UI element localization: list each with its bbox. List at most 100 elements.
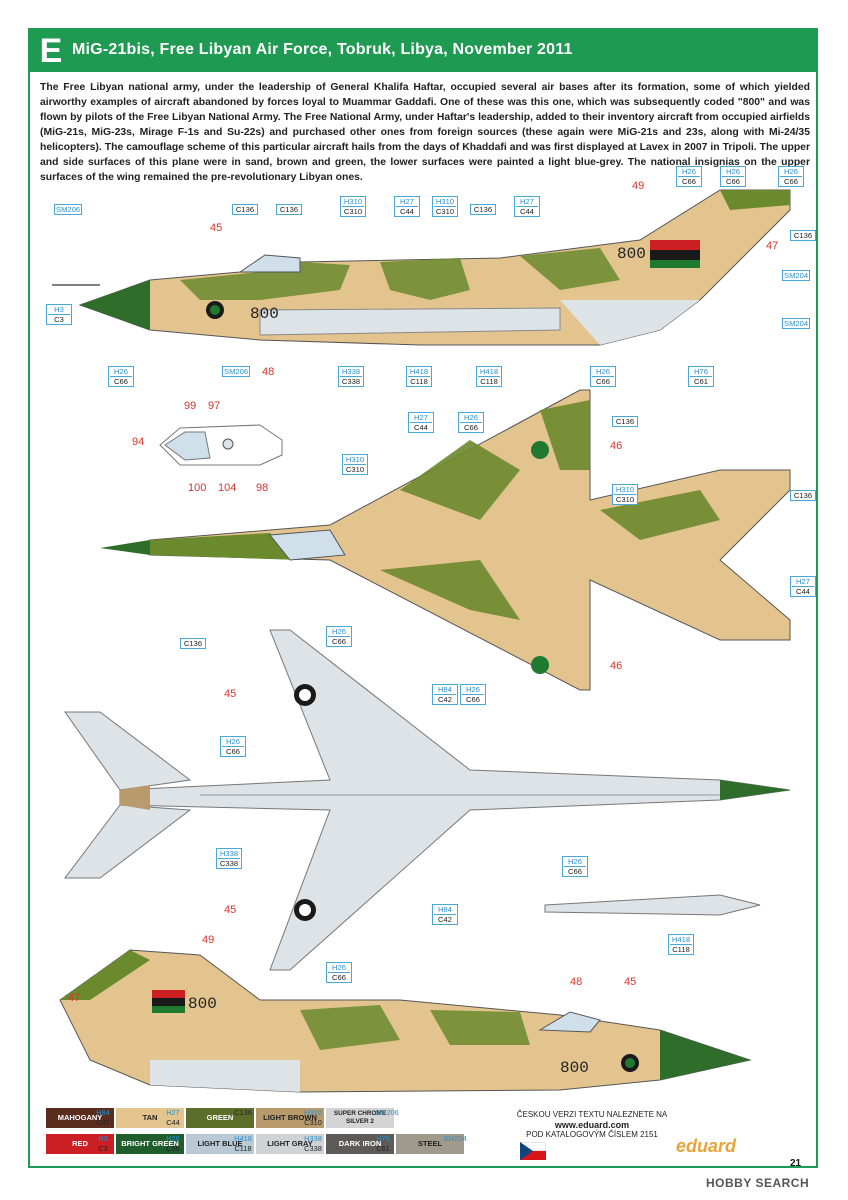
decal-num: 94 — [132, 436, 145, 448]
decal-num: 49 — [202, 934, 215, 946]
legend-chip: MAHOGANY — [46, 1108, 114, 1128]
legend-chip: DARK IRON — [326, 1134, 394, 1154]
decal-num: 46 — [610, 660, 623, 672]
decal-num: 98 — [256, 482, 269, 494]
callout-c136: C136 — [232, 204, 258, 215]
legend-chip: LIGHT GRAY — [256, 1134, 324, 1154]
side-view-right: 800 800 — [59, 949, 752, 1093]
watermark: HOBBY SEARCH — [706, 1176, 810, 1190]
decal-num: 46 — [610, 440, 623, 452]
callout-c136: C136 — [790, 490, 816, 501]
decal-num: 48 — [570, 976, 583, 988]
decal-num: 100 — [188, 482, 207, 494]
legend-chip: LIGHT BROWN — [256, 1108, 324, 1128]
code-side-1: 800 — [250, 305, 279, 323]
decal-num: 104 — [218, 482, 237, 494]
side-view-left: 800 800 — [52, 189, 791, 346]
decal-num: 45 — [224, 688, 237, 700]
decal-num: 99 — [184, 400, 197, 412]
code-fin-2: 800 — [188, 995, 217, 1013]
brand-logo: eduard — [676, 1136, 737, 1156]
code-fin-1: 800 — [617, 245, 646, 263]
legend-chip: LIGHT BLUE — [186, 1134, 254, 1154]
legend-code: C136 — [234, 1108, 252, 1117]
legend-chip: TAN — [116, 1108, 184, 1128]
legend-chip: BRIGHT GREEN — [116, 1134, 184, 1154]
decal-num: 45 — [624, 976, 637, 988]
legend-chip: STEEL — [396, 1134, 464, 1154]
legend-chip: GREEN — [186, 1108, 254, 1128]
legend-code: SM206 — [375, 1108, 399, 1117]
canopy-detail — [159, 424, 283, 466]
description-text: The Free Libyan national army, under the… — [40, 82, 810, 183]
decal-num: 49 — [632, 180, 645, 192]
notice-line2: POD KATALOGOVÝM ČÍSLEM 2151 — [526, 1130, 658, 1139]
callout-c136: C136 — [180, 638, 206, 649]
title-bar — [30, 30, 816, 72]
callout-c136: C136 — [276, 204, 302, 215]
profile-letter: E — [39, 32, 63, 70]
page-number: 21 — [790, 1158, 802, 1169]
decal-num: 47 — [766, 240, 779, 252]
decal-num: 45 — [224, 904, 237, 916]
notice-url[interactable]: www.eduard.com — [554, 1120, 630, 1130]
callout-c136: C136 — [790, 230, 816, 241]
callout-sm204: SM204 — [782, 318, 811, 329]
callout-c136: C136 — [470, 204, 496, 215]
callout-c136: C136 — [612, 416, 638, 427]
decal-num: 47 — [68, 992, 81, 1004]
decal-num: 97 — [208, 400, 221, 412]
callout-sm206-probe: SM206 — [54, 204, 83, 215]
page-title: MiG-21bis, Free Libyan Air Force, Tobruk… — [72, 41, 573, 58]
decal-num: 48 — [262, 366, 275, 378]
page-frame — [28, 28, 818, 1168]
legend-chip: SUPER CHROME SILVER 2 — [326, 1108, 394, 1128]
callout-sm206: SM206 — [222, 366, 251, 377]
code-side-2: 800 — [560, 1059, 589, 1077]
bottom-view — [63, 629, 791, 971]
callout-sm204: SM204 — [782, 270, 811, 281]
czech-flag-icon — [520, 1142, 546, 1160]
top-view — [100, 389, 791, 691]
legend-code: SM204 — [443, 1134, 467, 1143]
decal-num: 45 — [210, 222, 223, 234]
czech-notice: ČESKOU VERZI TEXTU NALEZNETE NA www.edua… — [512, 1110, 672, 1140]
